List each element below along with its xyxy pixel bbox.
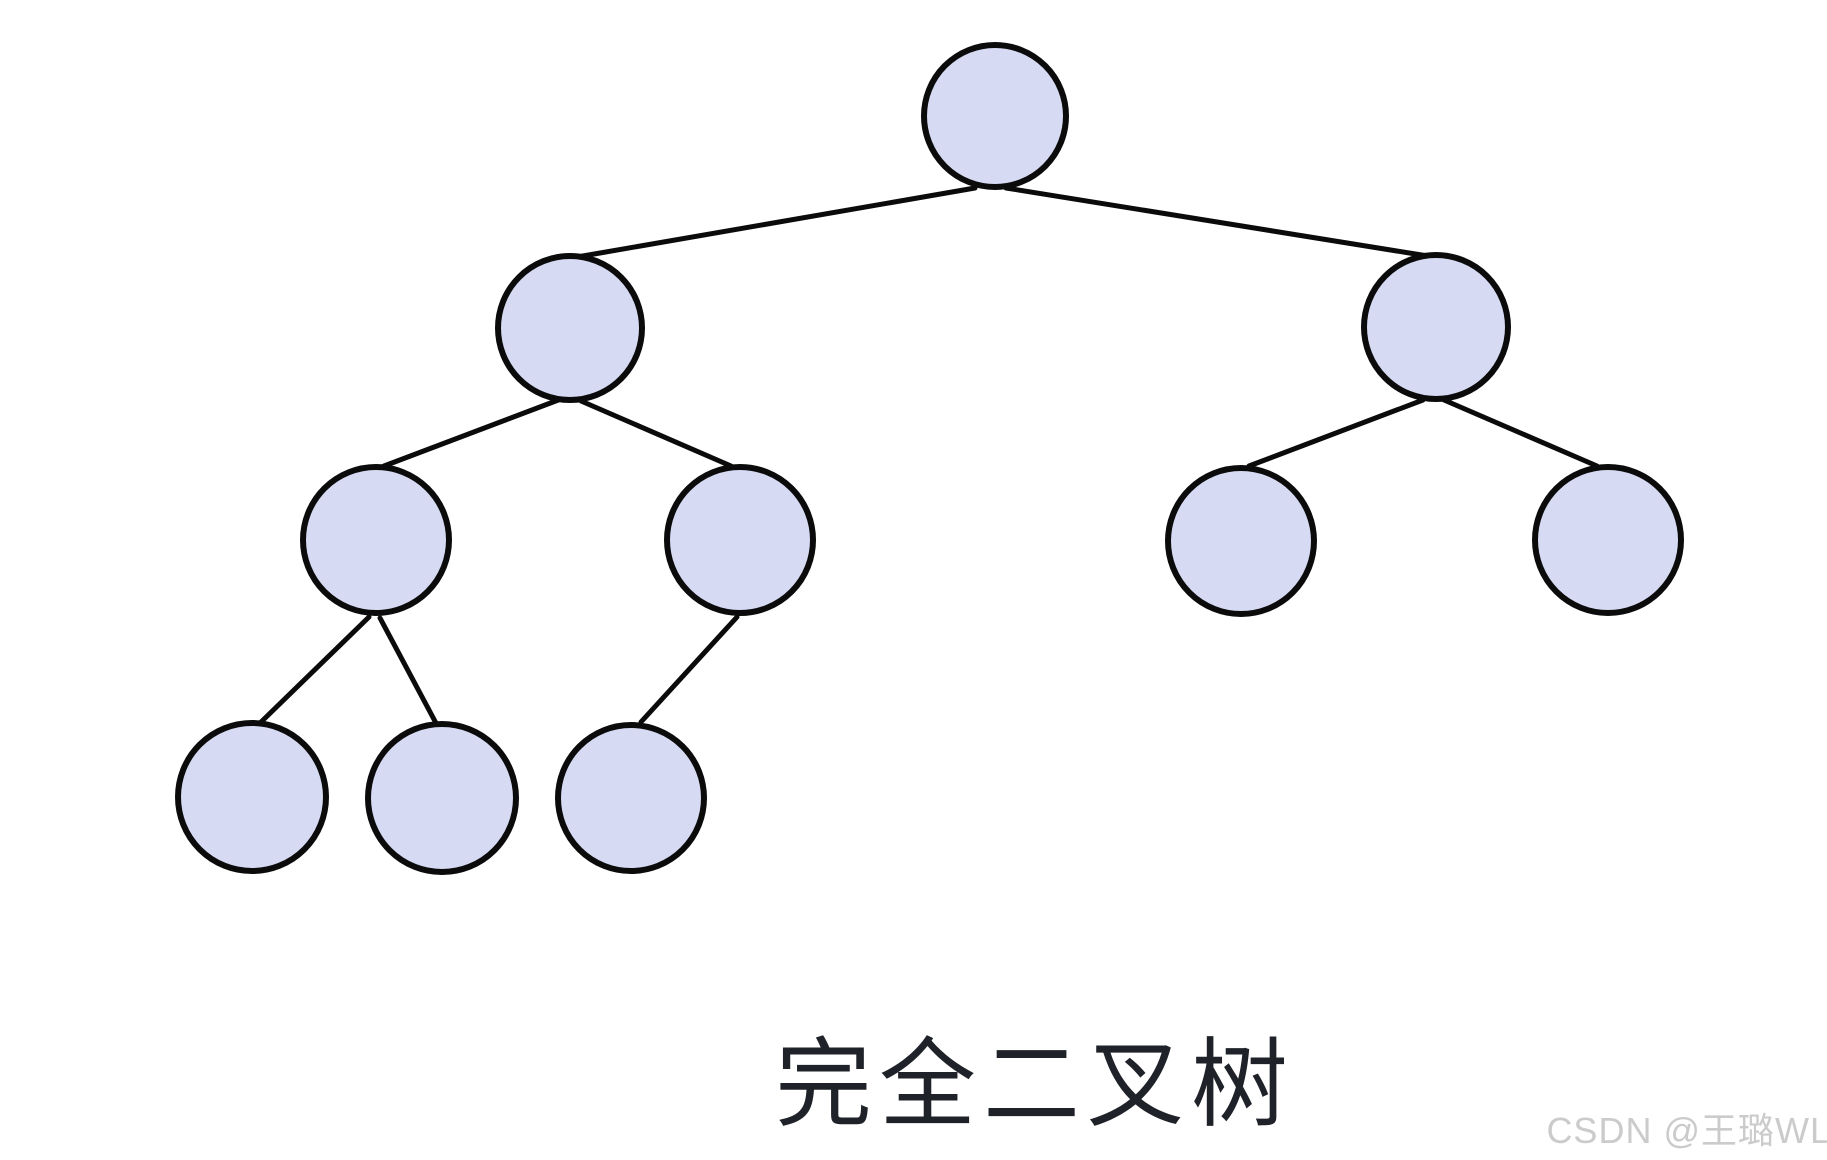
tree-node-9 <box>365 721 519 875</box>
tree-node-7 <box>1532 464 1684 616</box>
tree-node-2 <box>495 253 645 403</box>
csdn-watermark: CSDN @王璐WL <box>1546 1110 1827 1151</box>
tree-node-8 <box>175 720 329 874</box>
diagram-caption: 完全二叉树 <box>775 1030 1295 1139</box>
tree-edge-2-5 <box>578 398 734 469</box>
tree-node-10 <box>555 722 707 874</box>
tree-edge-4-8 <box>256 614 372 727</box>
tree-edge-4-9 <box>377 615 440 728</box>
tree-edge-3-7 <box>1441 397 1600 469</box>
tree-edge-3-6 <box>1246 397 1426 469</box>
tree-edge-2-4 <box>381 396 564 469</box>
tree-node-5 <box>664 464 816 616</box>
tree-edge-5-10 <box>638 614 740 725</box>
tree-edge-1-2 <box>574 185 978 260</box>
tree-node-4 <box>300 464 452 616</box>
tree-node-3 <box>1361 252 1511 402</box>
tree-node-6 <box>1165 465 1317 617</box>
tree-edge-1-3 <box>1003 185 1431 259</box>
tree-node-1 <box>921 42 1069 190</box>
